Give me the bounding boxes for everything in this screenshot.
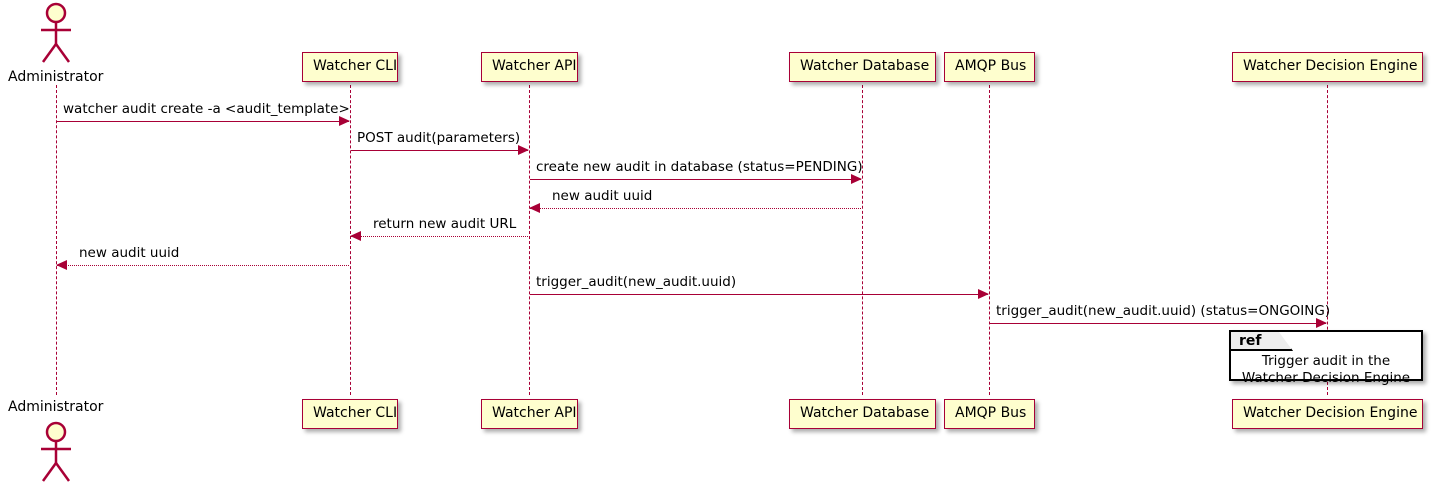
- message-label: trigger_audit(new_audit.uuid): [536, 274, 737, 290]
- participant-label: Watcher API: [492, 58, 577, 74]
- participant-watcher-cli-bottom[interactable]: Watcher CLI: [302, 399, 398, 429]
- participant-label: Watcher CLI: [313, 58, 398, 74]
- message-label: new audit uuid: [552, 188, 653, 204]
- arrowhead-right-icon: [978, 289, 989, 299]
- message-label: return new audit URL: [373, 216, 517, 232]
- participant-amqp-bus-top[interactable]: AMQP Bus: [944, 52, 1035, 82]
- arrowhead-left-icon: [529, 203, 540, 213]
- actor-figure-icon: [41, 421, 71, 482]
- actor-label-top: Administrator: [8, 69, 104, 85]
- message-line: [530, 294, 988, 295]
- participant-watcher-database-top[interactable]: Watcher Database: [789, 52, 936, 82]
- participant-label: Watcher Decision Engine: [1243, 58, 1418, 74]
- participant-label: Watcher CLI: [313, 405, 398, 421]
- participant-label: AMQP Bus: [955, 405, 1027, 421]
- participant-amqp-bus-bottom[interactable]: AMQP Bus: [944, 399, 1035, 429]
- arrowhead-right-icon: [339, 116, 350, 126]
- participant-watcher-decision-engine-bottom[interactable]: Watcher Decision Engine: [1232, 399, 1423, 429]
- lifeline-watcher-api: [529, 85, 530, 395]
- lifeline-administrator: [56, 85, 57, 395]
- message-label: watcher audit create -a <audit_template>: [63, 101, 350, 117]
- message-label: create new audit in database (status=PEN…: [536, 159, 863, 175]
- participant-watcher-api-top[interactable]: Watcher API: [481, 52, 578, 82]
- participant-label: Watcher Database: [800, 58, 930, 74]
- message-label: trigger_audit(new_audit.uuid) (status=ON…: [996, 303, 1331, 319]
- message-line: [530, 179, 861, 180]
- participant-label: Watcher Database: [800, 405, 930, 421]
- message-line: [57, 121, 349, 122]
- ref-fragment-line2: Watcher Decision Engine: [1241, 370, 1411, 386]
- arrowhead-right-icon: [851, 174, 862, 184]
- lifeline-amqp-bus: [989, 85, 990, 395]
- arrowhead-left-icon: [56, 260, 67, 270]
- ref-fragment-body: Trigger audit in the Watcher Decision En…: [1231, 353, 1421, 387]
- arrowhead-right-icon: [518, 145, 529, 155]
- arrowhead-left-icon: [350, 231, 361, 241]
- message-line: [530, 208, 861, 209]
- actor-administrator-top[interactable]: [26, 2, 86, 63]
- actor-figure-icon: [41, 2, 71, 63]
- actor-label-bottom: Administrator: [8, 399, 104, 415]
- lifeline-watcher-decision-engine: [1327, 85, 1328, 395]
- ref-fragment-line1: Trigger audit in the: [1261, 353, 1391, 369]
- lifeline-watcher-database: [862, 85, 863, 395]
- message-line: [990, 323, 1326, 324]
- message-line: [351, 150, 528, 151]
- message-line: [351, 236, 528, 237]
- participant-watcher-api-bottom[interactable]: Watcher API: [481, 399, 578, 429]
- message-label: POST audit(parameters): [357, 130, 521, 146]
- ref-fragment[interactable]: ref Trigger audit in the Watcher Decisio…: [1229, 330, 1423, 386]
- message-line: [57, 265, 349, 266]
- participant-watcher-database-bottom[interactable]: Watcher Database: [789, 399, 936, 429]
- arrowhead-right-icon: [1316, 318, 1327, 328]
- participant-watcher-decision-engine-top[interactable]: Watcher Decision Engine: [1232, 52, 1423, 82]
- actor-administrator-bottom[interactable]: [26, 421, 86, 482]
- ref-fragment-keyword: ref: [1231, 332, 1293, 351]
- message-label: new audit uuid: [79, 245, 180, 261]
- participant-label: AMQP Bus: [955, 58, 1027, 74]
- participant-watcher-cli-top[interactable]: Watcher CLI: [302, 52, 398, 82]
- participant-label: Watcher Decision Engine: [1243, 405, 1418, 421]
- participant-label: Watcher API: [492, 405, 577, 421]
